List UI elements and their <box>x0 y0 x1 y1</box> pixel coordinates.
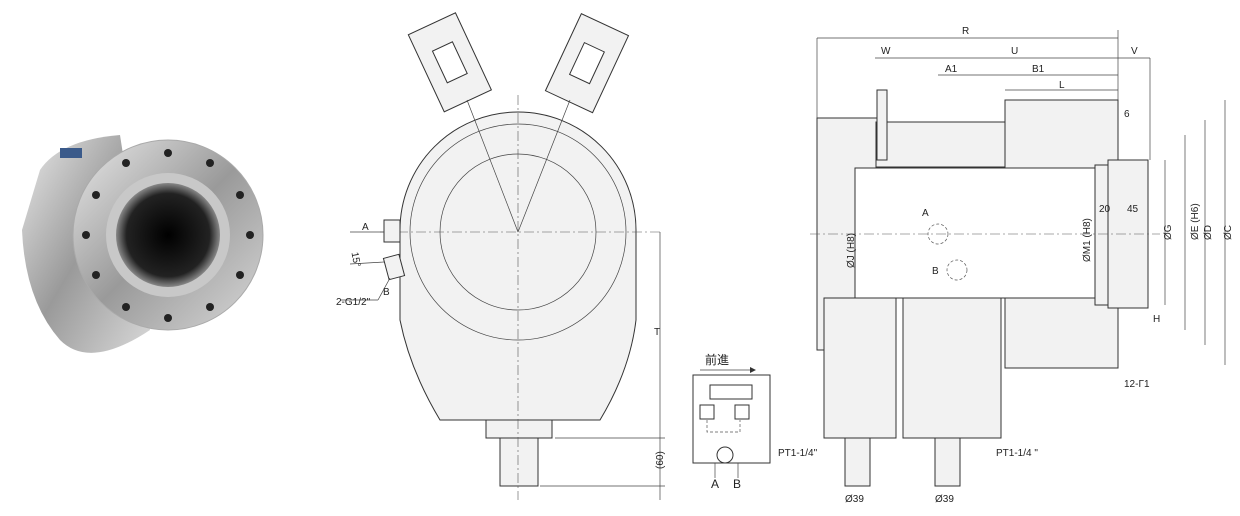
dim-e: ØE (H6) <box>1190 203 1201 240</box>
dim-l: L <box>1059 80 1065 91</box>
dim-20: 20 <box>1099 204 1111 215</box>
port-thread-label: 2-G1/2" <box>336 297 371 308</box>
drain-left: PT1-1/4" <box>778 448 818 459</box>
dim-t-label: T <box>654 327 660 338</box>
side-view: R W U V A1 B1 L 6 ØJ (H8) ØM1 (H8) 20 45… <box>778 26 1234 505</box>
dim-v: V <box>1131 46 1138 57</box>
dim-w: W <box>881 46 891 57</box>
dim-d: ØD <box>1203 225 1214 240</box>
dim-c: ØC <box>1223 225 1234 240</box>
dia-right: Ø39 <box>935 494 954 505</box>
circuit-port-a: A <box>711 477 719 491</box>
dim-h: H <box>1153 314 1160 325</box>
circuit-port-b: B <box>733 477 741 491</box>
dim-60-label: (60) <box>655 451 666 469</box>
port-b-label: B <box>383 287 390 298</box>
dim-m1: ØM1 (H8) <box>1082 218 1093 262</box>
dim-b1: B1 <box>1032 64 1045 75</box>
side-port-b: B <box>932 266 939 277</box>
dia-left: Ø39 <box>845 494 864 505</box>
front-view: A B 15° 2-G1/2" T (60) <box>336 12 666 500</box>
circuit-title: 前進 <box>705 352 729 367</box>
side-port-a: A <box>922 208 929 219</box>
dim-a1: A1 <box>945 64 958 75</box>
dim-6: 6 <box>1124 109 1130 120</box>
hydraulic-circuit: 前進 A B <box>692 352 771 491</box>
dim-u: U <box>1011 46 1018 57</box>
product-photo <box>22 135 264 353</box>
dim-r: R <box>962 26 969 37</box>
dim-g: ØG <box>1163 224 1174 240</box>
dim-45: 45 <box>1127 204 1139 215</box>
port-a-label: A <box>362 222 369 233</box>
dim-j: ØJ (H8) <box>846 233 857 268</box>
angle-label: 15° <box>349 251 362 268</box>
holes-label: 12-Γ1 <box>1124 379 1150 390</box>
drain-right: PT1-1/4 " <box>996 448 1038 459</box>
